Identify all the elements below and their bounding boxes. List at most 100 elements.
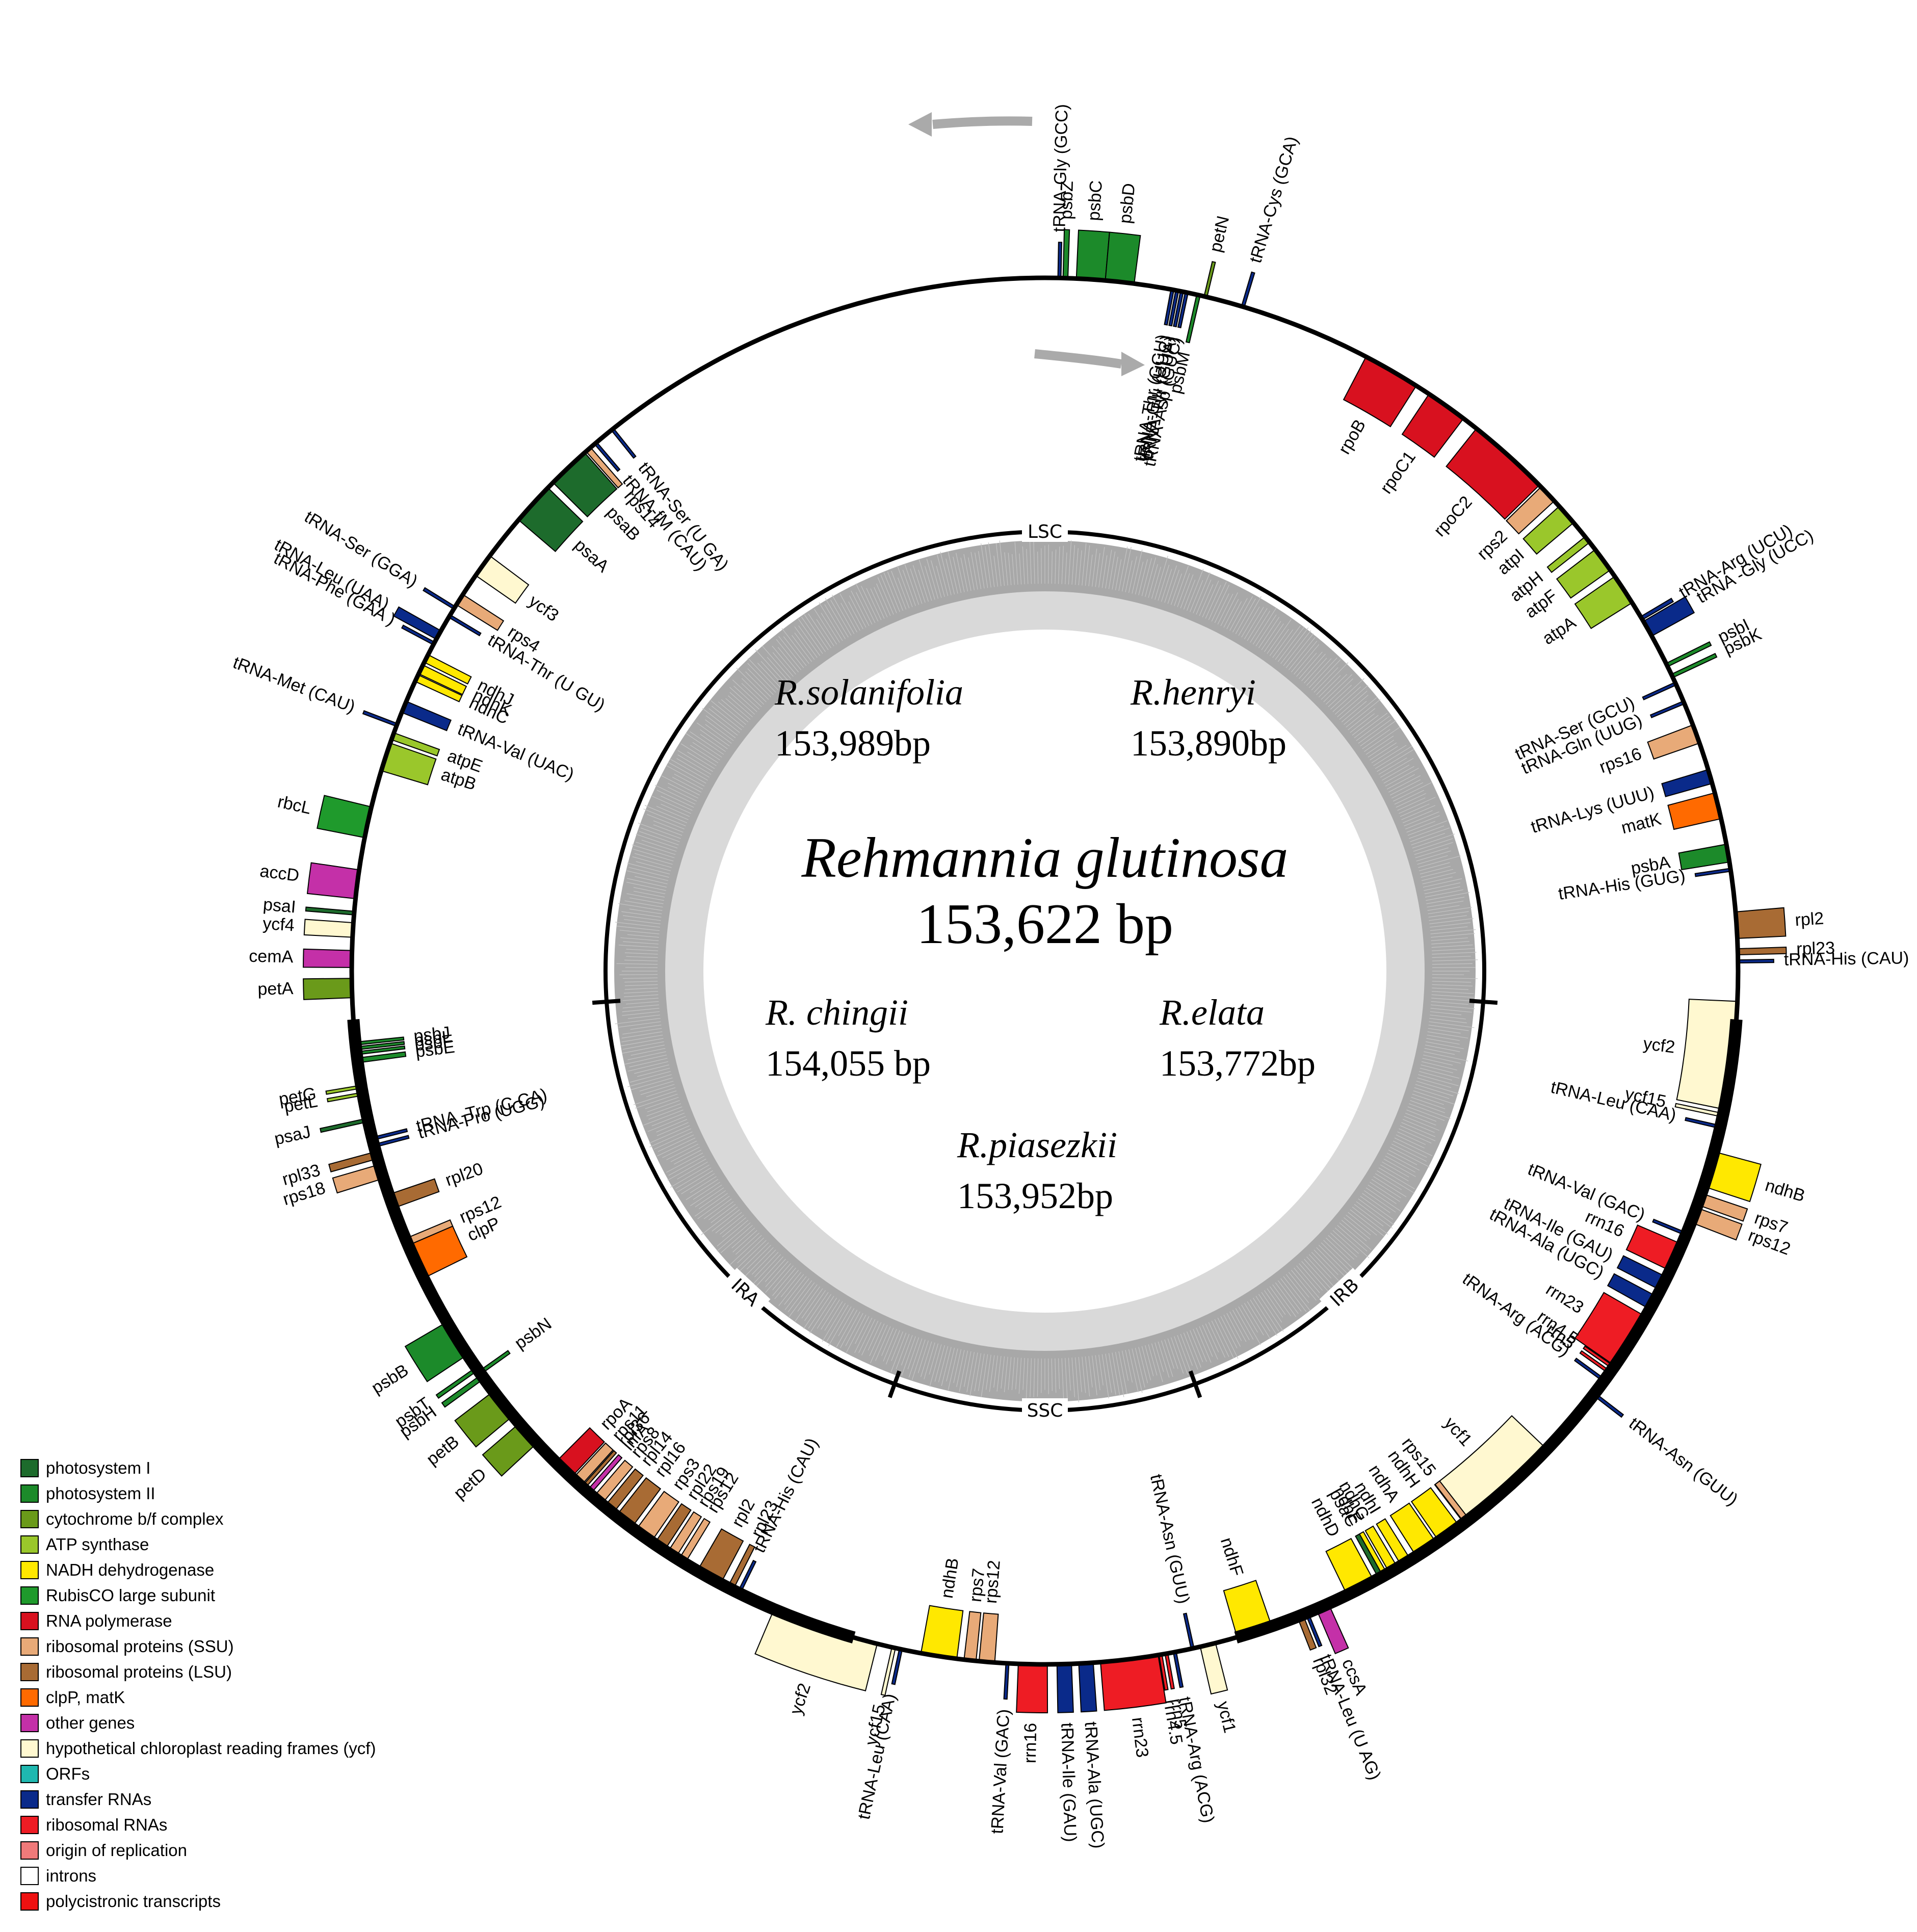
gc-tick bbox=[660, 795, 693, 811]
gc-tick bbox=[708, 708, 740, 733]
gc-tick bbox=[760, 661, 783, 686]
gc-tick bbox=[1432, 987, 1468, 990]
legend-swatch bbox=[20, 1892, 39, 1911]
gc-tick bbox=[1190, 580, 1203, 612]
gc-tick bbox=[646, 1103, 681, 1117]
gene-label: rpl20 bbox=[443, 1159, 486, 1190]
gc-tick bbox=[675, 1167, 712, 1189]
gc-tick bbox=[870, 1325, 888, 1364]
gc-tick bbox=[1141, 558, 1152, 596]
gc-tick bbox=[1229, 598, 1248, 631]
species-name: R.solanifolia bbox=[774, 672, 963, 713]
gc-tick bbox=[1412, 833, 1455, 849]
gc-tick bbox=[1401, 1122, 1436, 1137]
gc-tick bbox=[1022, 1357, 1025, 1390]
gc-tick bbox=[828, 1306, 852, 1346]
gc-tick bbox=[1115, 559, 1122, 590]
gc-tick bbox=[1272, 629, 1294, 658]
gc-tick bbox=[632, 844, 675, 858]
gc-tick bbox=[762, 646, 791, 679]
gene-block bbox=[1105, 231, 1141, 284]
species-length: 153,989bp bbox=[775, 723, 931, 764]
gc-tick bbox=[1277, 626, 1305, 662]
gc-tick bbox=[1375, 746, 1412, 769]
gc-tick bbox=[874, 587, 888, 617]
gc-tick bbox=[841, 603, 858, 633]
gc-tick bbox=[639, 1081, 674, 1092]
gc-tick bbox=[715, 1212, 742, 1234]
gc-tick bbox=[826, 1304, 849, 1342]
gc-tick bbox=[789, 1282, 815, 1317]
gene-label: rbcL bbox=[276, 792, 313, 818]
gc-tick bbox=[1075, 548, 1079, 585]
gc-tick bbox=[946, 1347, 955, 1381]
region-label-text: SSC bbox=[1027, 1400, 1063, 1421]
gc-tick bbox=[712, 1209, 740, 1232]
legend-swatch bbox=[20, 1663, 39, 1681]
gc-tick bbox=[1029, 538, 1032, 584]
gc-tick bbox=[1283, 1276, 1310, 1311]
gc-tick bbox=[1261, 1292, 1282, 1323]
gc-tick bbox=[797, 1284, 818, 1312]
gc-tick bbox=[1061, 545, 1064, 584]
gc-tick bbox=[1267, 619, 1292, 654]
gc-tick bbox=[1418, 855, 1461, 868]
gc-tick bbox=[1373, 1176, 1407, 1197]
gc-tick bbox=[1135, 561, 1144, 595]
gc-tick bbox=[772, 645, 796, 675]
gc-tick bbox=[1186, 1331, 1201, 1368]
gc-tick bbox=[694, 1193, 728, 1217]
legend-item: photosystem I bbox=[20, 1455, 376, 1481]
gc-tick bbox=[698, 1190, 726, 1209]
gc-tick bbox=[677, 1170, 713, 1192]
gc-tick bbox=[1285, 1274, 1309, 1303]
gc-tick bbox=[772, 652, 794, 677]
gc-tick bbox=[1217, 1317, 1239, 1359]
gc-tick bbox=[1363, 1190, 1396, 1213]
gc-tick bbox=[623, 941, 659, 945]
gc-tick bbox=[1033, 1358, 1035, 1397]
gc-tick bbox=[646, 1087, 676, 1098]
gc-tick bbox=[1380, 758, 1414, 778]
gc-tick bbox=[1105, 550, 1112, 589]
gc-tick bbox=[1180, 1334, 1193, 1366]
gc-tick bbox=[883, 1328, 897, 1362]
inverted-repeat-arc bbox=[347, 1019, 856, 1643]
legend-label: polycistronic transcripts bbox=[46, 1892, 221, 1911]
gc-tick bbox=[1011, 1357, 1015, 1390]
gc-tick bbox=[653, 1131, 693, 1150]
gc-tick bbox=[1244, 607, 1264, 639]
gc-tick bbox=[624, 959, 658, 961]
gc-tick bbox=[1417, 855, 1448, 865]
gc-tick bbox=[848, 602, 863, 630]
gene-block bbox=[1401, 393, 1464, 458]
gc-tick bbox=[624, 952, 658, 955]
gene-label: matK bbox=[1619, 810, 1663, 838]
gc-tick bbox=[798, 618, 823, 654]
gc-tick bbox=[702, 708, 738, 736]
gc-tick bbox=[824, 604, 846, 639]
gc-tick bbox=[1394, 790, 1425, 805]
gc-tick bbox=[1098, 546, 1105, 588]
gc-tick bbox=[1371, 746, 1398, 764]
gc-tick bbox=[747, 663, 776, 693]
gc-tick bbox=[1238, 596, 1262, 636]
gc-tick bbox=[1055, 549, 1057, 584]
gc-tick bbox=[627, 1061, 669, 1072]
gc-tick bbox=[656, 1119, 688, 1133]
gc-tick bbox=[1288, 1272, 1309, 1298]
gc-tick bbox=[1428, 911, 1469, 918]
gc-tick bbox=[1429, 918, 1474, 924]
gc-tick bbox=[956, 1350, 965, 1387]
gc-tick bbox=[1421, 1061, 1457, 1071]
gc-tick bbox=[1296, 1265, 1320, 1293]
gc-tick bbox=[963, 1351, 971, 1387]
gc-tick bbox=[666, 1153, 703, 1173]
gc-tick bbox=[1258, 616, 1280, 648]
legend-label: origin of replication bbox=[46, 1841, 187, 1860]
gc-tick bbox=[1247, 608, 1268, 641]
gc-tick bbox=[1341, 1220, 1367, 1242]
gc-tick bbox=[1199, 584, 1214, 616]
gc-tick bbox=[767, 657, 789, 682]
gc-tick bbox=[924, 1342, 935, 1379]
